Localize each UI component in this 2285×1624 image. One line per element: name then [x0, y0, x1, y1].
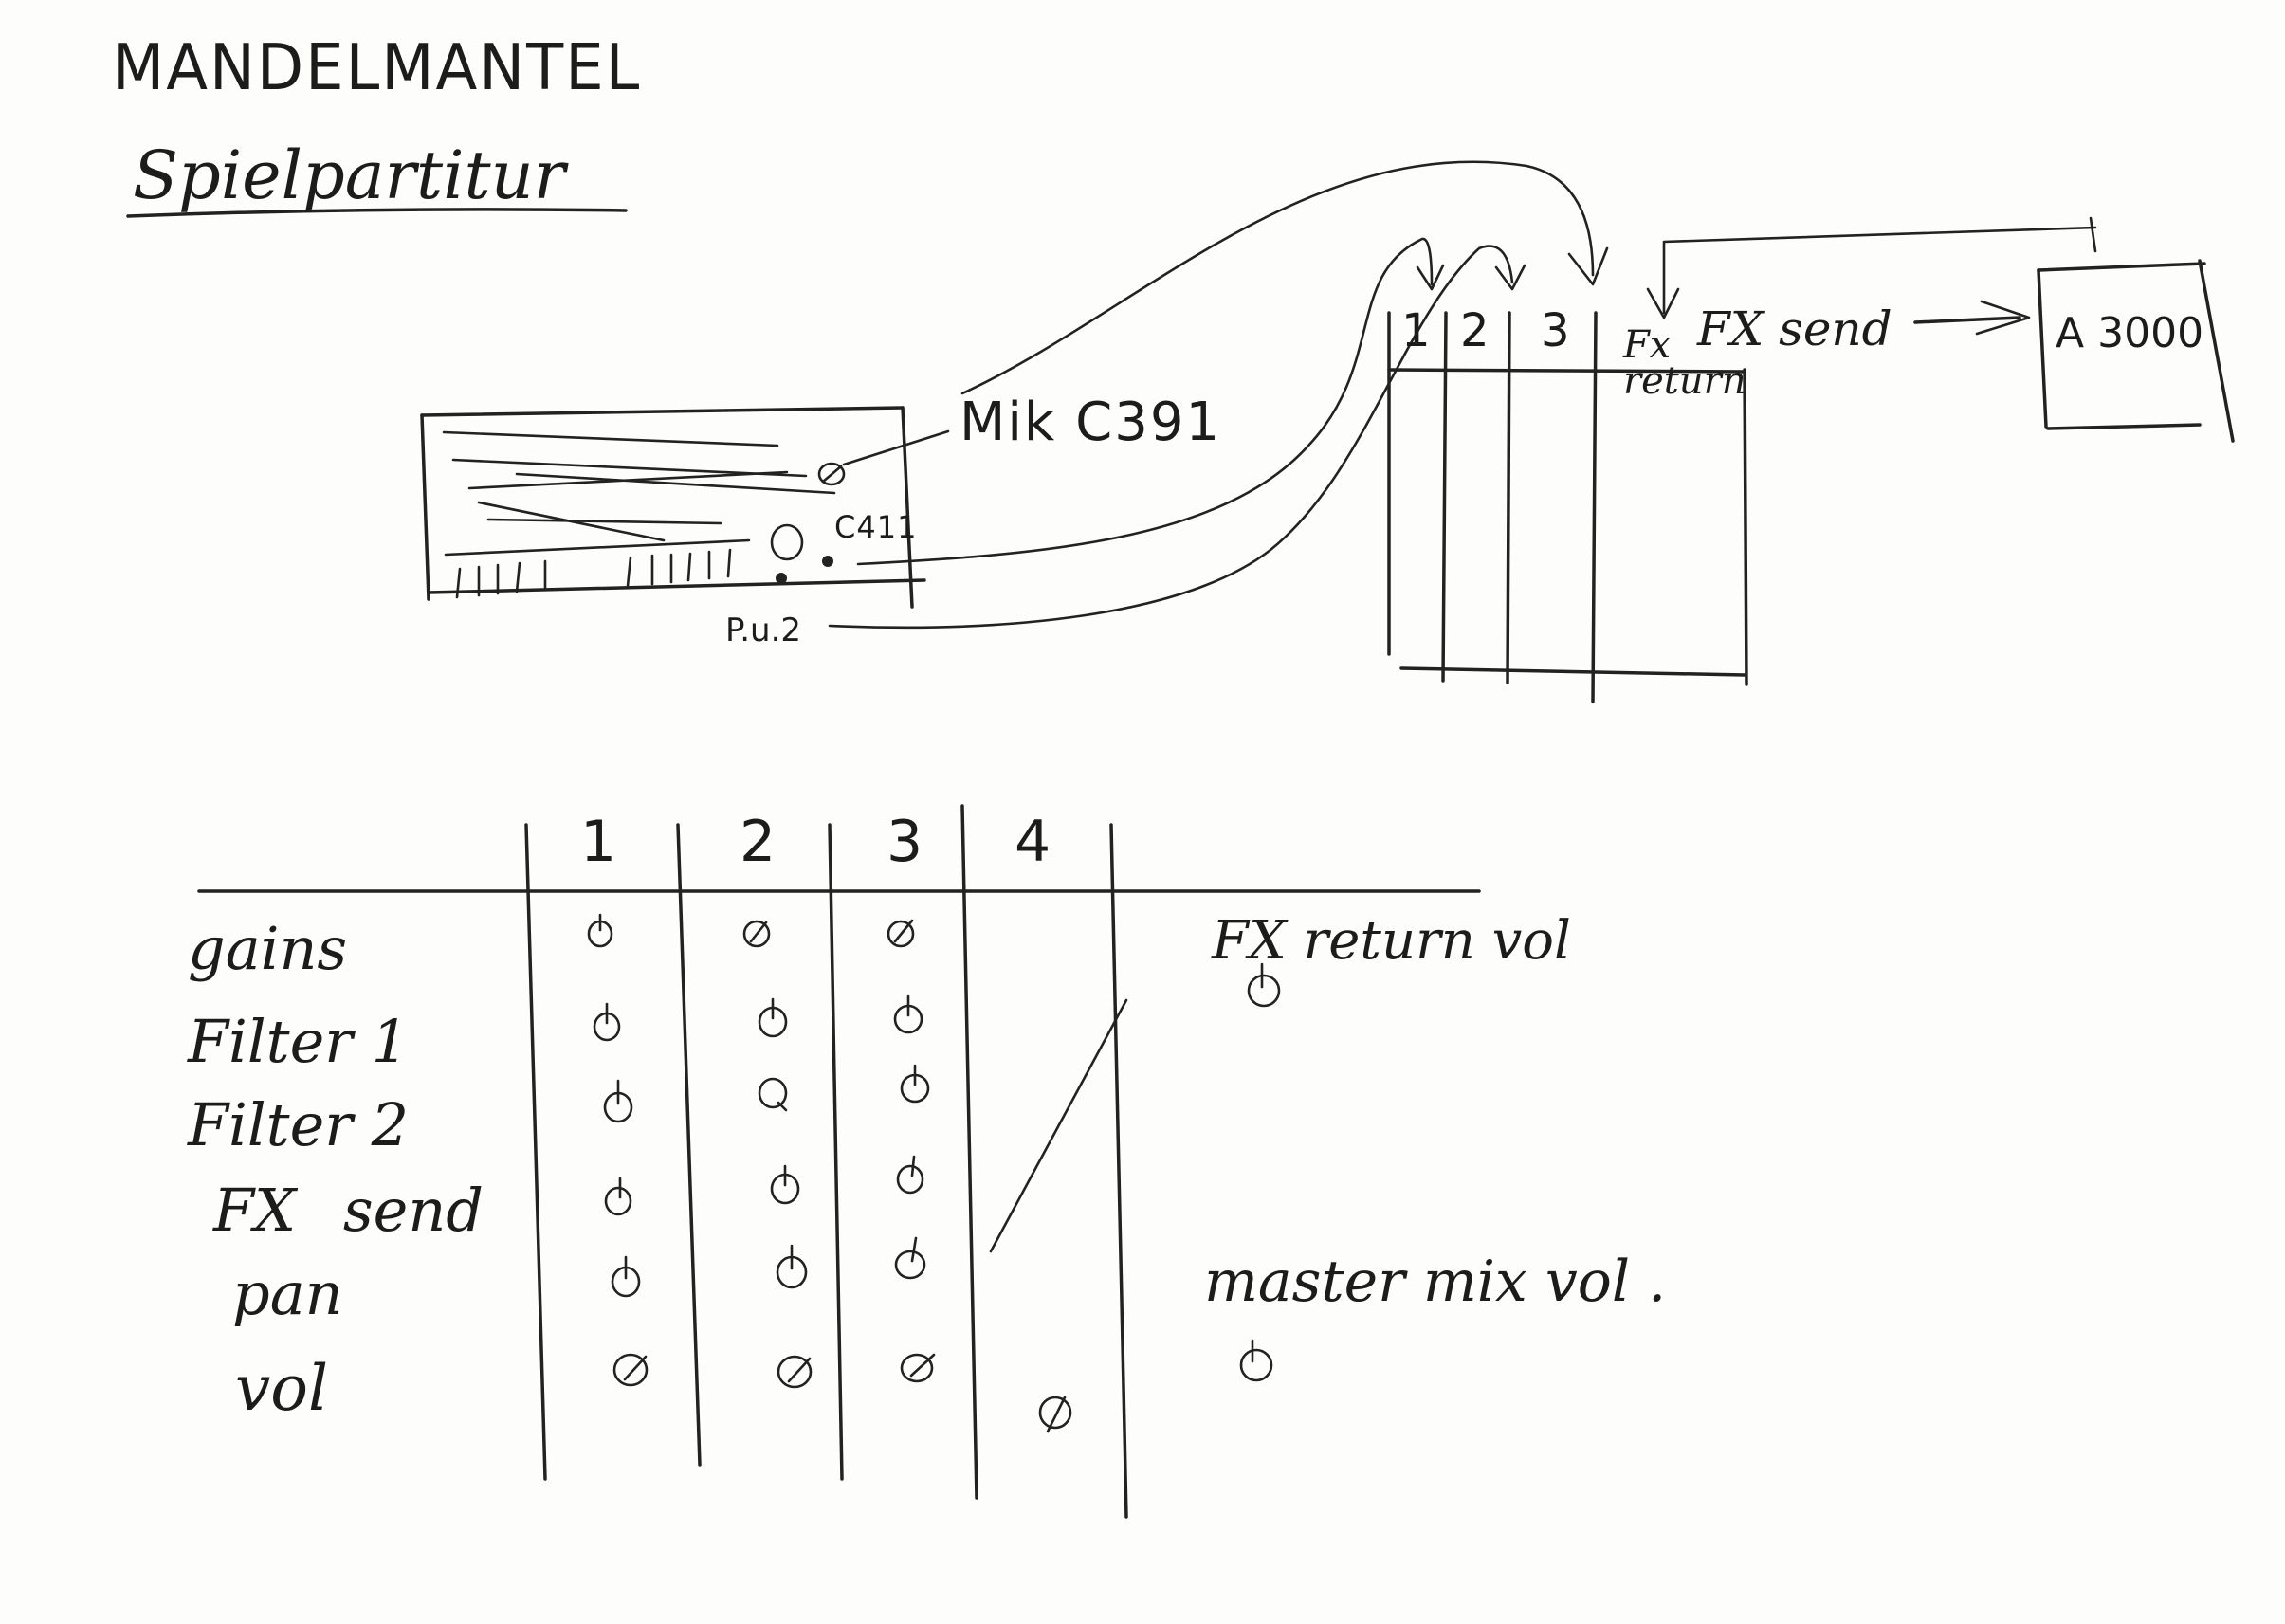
- fx-return-label: Fx return: [1623, 323, 1746, 403]
- fx-send-label: FX send: [1697, 301, 1892, 356]
- column-header-3: 3: [887, 809, 923, 875]
- fx-return-vol-label: FX return vol: [1212, 910, 1571, 972]
- knob-marks: [587, 913, 1281, 1433]
- column-header-4: 4: [1015, 809, 1051, 875]
- pickup-label: P.u.2: [725, 611, 802, 649]
- subtitle-underline: [126, 208, 628, 218]
- mic-c391-label: Mik C391: [960, 392, 1222, 453]
- row-label-fx-send: FX send: [213, 1176, 484, 1245]
- column-header-2: 2: [740, 809, 777, 875]
- row-label-filter-1: Filter 1: [188, 1007, 410, 1076]
- master-mix-vol-label: master mix vol .: [1204, 1249, 1667, 1315]
- page-title: MANDELMANTEL: [112, 31, 642, 105]
- instrument-sketch: [420, 406, 950, 609]
- score-grid: [197, 804, 1481, 1519]
- mic-c411-label: C411: [834, 509, 918, 545]
- mixer-channel-3: 3: [1541, 304, 1570, 357]
- column-header-1: 1: [580, 809, 617, 875]
- page-subtitle: Spielpartitur: [133, 137, 566, 214]
- sampler-label: A 3000: [2056, 309, 2204, 357]
- row-label-vol: vol: [235, 1352, 329, 1425]
- row-label-pan: pan: [232, 1259, 343, 1328]
- row-label-filter-2: Filter 2: [188, 1090, 410, 1159]
- sampler-box: [2037, 259, 2235, 443]
- signal-cables: [828, 160, 1609, 630]
- mixer-channel-1: 1: [1401, 304, 1431, 357]
- mixer-sketch: [1387, 216, 2097, 703]
- row-label-gains: gains: [188, 914, 348, 983]
- mixer-channel-2: 2: [1460, 304, 1490, 357]
